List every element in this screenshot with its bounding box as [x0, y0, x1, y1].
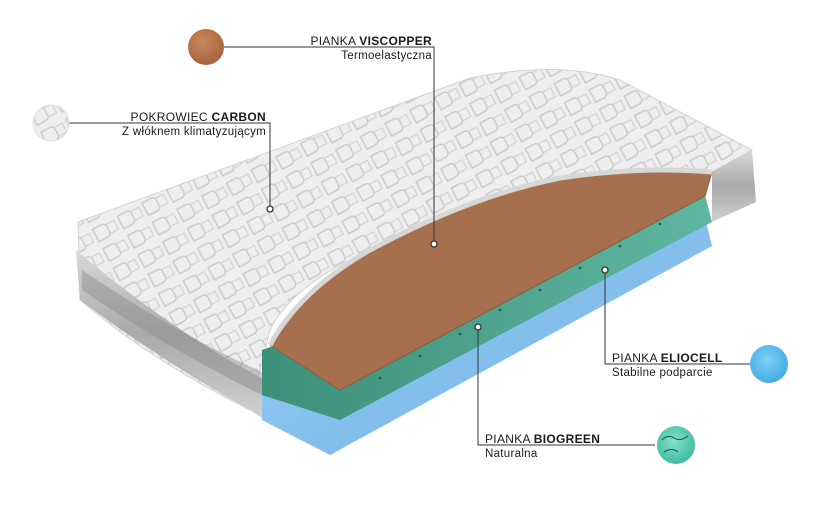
carbon-title: POKROWIEC CARBON	[130, 110, 266, 124]
viscopper-label: PIANKA VISCOPPER Termoelastyczna	[310, 34, 432, 64]
leader-eliocell	[604, 270, 750, 365]
marker-biogreen	[474, 323, 482, 331]
biogreen-title: PIANKA BIOGREEN	[485, 432, 601, 446]
carbon-subtitle: Z włóknem klimatyzującym	[122, 126, 266, 138]
marker-viscopper	[430, 240, 438, 248]
biogreen-label: PIANKA BIOGREEN Naturalna	[485, 432, 600, 462]
leader-carbon	[68, 122, 271, 209]
eliocell-swatch	[750, 345, 788, 383]
eliocell-label: PIANKA ELIOCELL Stabilne podparcie	[612, 351, 723, 381]
leader-viscopper	[224, 46, 435, 244]
viscopper-swatch	[188, 29, 224, 65]
eliocell-title: PIANKA ELIOCELL	[612, 351, 723, 365]
viscopper-title: PIANKA VISCOPPER	[310, 34, 432, 48]
marker-eliocell	[601, 266, 609, 274]
carbon-label: POKROWIEC CARBON Z włóknem klimatyzujący…	[122, 110, 266, 140]
viscopper-layer	[270, 170, 712, 390]
leader-biogreen	[477, 327, 655, 446]
leader-lines	[68, 46, 750, 446]
biogreen-swatch	[657, 426, 695, 464]
marker-carbon	[266, 205, 274, 213]
cover-side-band	[76, 250, 265, 418]
carbon-swatch	[32, 104, 70, 142]
biogreen-subtitle: Naturalna	[485, 448, 538, 460]
eliocell-subtitle: Stabilne podparcie	[612, 367, 713, 379]
viscopper-subtitle: Termoelastyczna	[341, 50, 432, 62]
